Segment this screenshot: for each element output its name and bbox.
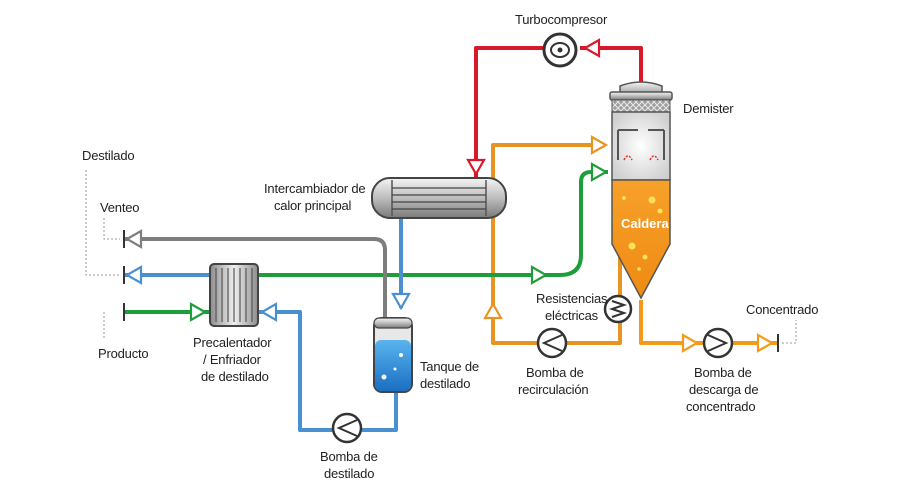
- label-bomba-descarga-3: concentrado: [686, 399, 755, 414]
- label-precalentador-3: de destilado: [201, 369, 269, 384]
- label-demister: Demister: [683, 101, 734, 116]
- label-intercambiador-1: Intercambiador de: [264, 181, 365, 196]
- concentrate-pump-icon: [702, 327, 734, 359]
- label-tanque-1: Tanque de: [420, 359, 479, 374]
- demister-mesh: [611, 99, 671, 113]
- evaporator-vessel: [609, 81, 673, 300]
- recirculation-pump-icon: [536, 327, 568, 359]
- label-resistencias-1: Resistencias: [536, 291, 608, 306]
- label-tanque-2: destilado: [420, 376, 470, 391]
- distillate-tank: [373, 317, 413, 393]
- label-bomba-destilado-2: destilado: [324, 466, 374, 481]
- flow-arrows: [124, 38, 775, 353]
- label-caldera: Caldera: [621, 216, 669, 231]
- steam-pipe: [474, 46, 643, 178]
- label-producto: Producto: [98, 346, 148, 361]
- main-heat-exchanger: [371, 177, 507, 219]
- label-bomba-destilado-1: Bomba de: [320, 449, 378, 464]
- terminals: [85, 170, 797, 352]
- label-turbocompresor: Turbocompresor: [515, 12, 608, 27]
- label-concentrado: Concentrado: [746, 302, 818, 317]
- preheater-cooler: [209, 263, 259, 327]
- label-venteo: Venteo: [100, 200, 139, 215]
- label-destilado: Destilado: [82, 148, 134, 163]
- label-bomba-descarga-1: Bomba de: [694, 365, 752, 380]
- label-precalentador-1: Precalentador: [193, 335, 272, 350]
- label-resistencias-2: eléctricas: [545, 308, 599, 323]
- electric-heater-icon: [603, 294, 633, 324]
- distillate-pump-icon: [331, 412, 363, 444]
- label-bomba-recirc-1: Bomba de: [526, 365, 584, 380]
- label-intercambiador-2: calor principal: [274, 198, 352, 213]
- turbocompressor: [542, 32, 578, 68]
- vent-pipe: [124, 237, 387, 318]
- label-bomba-recirc-2: recirculación: [518, 382, 588, 397]
- distillate-pipe: [124, 216, 403, 432]
- recirculation-pipe: [491, 143, 622, 345]
- label-bomba-descarga-2: descarga de: [689, 382, 758, 397]
- label-precalentador-2: / Enfriador: [203, 352, 262, 367]
